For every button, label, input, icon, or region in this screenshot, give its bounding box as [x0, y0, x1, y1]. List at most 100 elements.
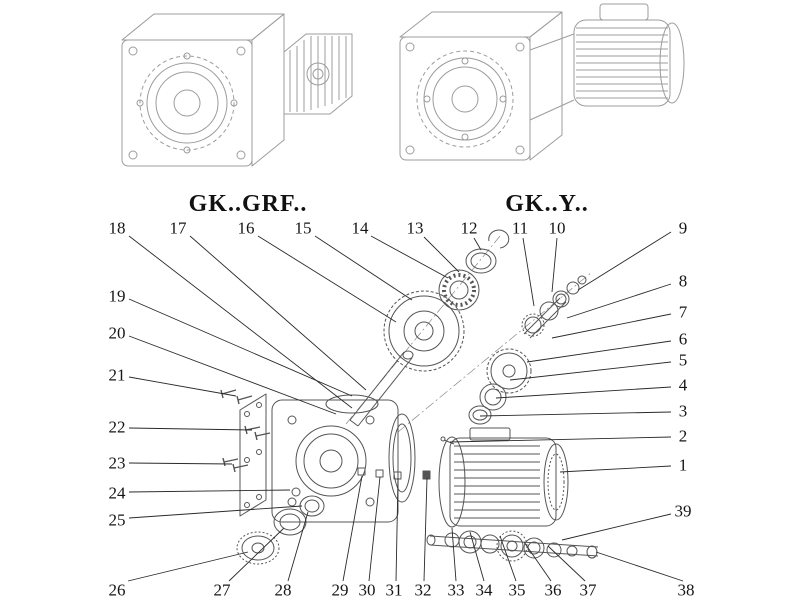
- leader-line-30: [368, 476, 381, 582]
- callout-number-19: 19: [109, 287, 126, 306]
- leader-line-9: [577, 231, 672, 291]
- callout-number-38: 38: [678, 581, 695, 600]
- leader-line-4: [495, 386, 672, 399]
- leader-line-6: [526, 340, 672, 363]
- motor-flange-fasteners: [357, 436, 455, 480]
- terminal-box: [599, 3, 649, 21]
- callout-number-11: 11: [512, 219, 528, 238]
- callout-number-16: 16: [238, 219, 255, 238]
- callout-number-30: 30: [359, 581, 376, 600]
- callout-number-17: 17: [170, 219, 188, 238]
- intermediate-gear-stack: [468, 348, 532, 425]
- leader-line-3: [479, 411, 672, 417]
- callout-number-21: 21: [109, 366, 126, 385]
- leader-line-10: [551, 237, 558, 293]
- big-helical-gear: [383, 290, 465, 372]
- gear-housing: [271, 394, 416, 523]
- leader-line-27: [228, 527, 285, 582]
- leader-line-22: [128, 427, 253, 431]
- callout-number-2: 2: [679, 427, 688, 446]
- leader-line-23: [128, 462, 233, 465]
- leader-line-14: [370, 235, 449, 279]
- leader-line-15: [314, 235, 413, 301]
- callout-number-39: 39: [675, 502, 692, 521]
- motor-illustration: [529, 3, 685, 121]
- callout-number-26: 26: [109, 581, 126, 600]
- leader-line-28: [287, 511, 309, 582]
- callout-number-4: 4: [679, 376, 688, 395]
- leader-line-34: [469, 531, 485, 582]
- mounting-screws: [220, 389, 271, 473]
- callout-number-24: 24: [109, 484, 127, 503]
- axis-lines: [345, 235, 593, 433]
- variant-label-grf: GK..GRF..: [188, 191, 308, 217]
- callout-number-18: 18: [109, 219, 126, 238]
- fan-cowl: [543, 443, 569, 521]
- input-shaft-end: [306, 62, 330, 86]
- leader-line-32: [423, 477, 428, 582]
- motor-terminal-box: [469, 427, 511, 441]
- output-bore: [146, 62, 228, 144]
- leader-line-17: [189, 235, 367, 391]
- housing-side-face: [251, 13, 285, 167]
- leader-line-31: [395, 477, 399, 582]
- upper-rings: [465, 229, 510, 274]
- callout-number-25: 25: [109, 511, 126, 530]
- callout-number-20: 20: [109, 324, 126, 343]
- leader-line-16: [257, 235, 397, 323]
- leader-line-29: [342, 475, 363, 582]
- housing-front-face: [121, 39, 253, 167]
- leader-line-11: [522, 237, 535, 307]
- leader-line-20: [128, 335, 337, 415]
- output-bore: [423, 57, 507, 141]
- callout-number-8: 8: [679, 272, 688, 291]
- leader-line-1: [559, 465, 672, 473]
- leader-line-5: [509, 361, 672, 381]
- bevel-pinion-assembly: [521, 275, 587, 339]
- callout-number-31: 31: [386, 581, 403, 600]
- leader-line-25: [128, 505, 303, 519]
- leader-line-26: [127, 551, 249, 582]
- callout-number-23: 23: [109, 454, 126, 473]
- housing-side-face: [529, 11, 563, 161]
- leader-line-39: [561, 513, 672, 541]
- illustration-gk-y: [399, 3, 685, 161]
- leader-line-21: [128, 376, 237, 397]
- leader-line-36: [523, 541, 552, 582]
- callout-number-37: 37: [580, 581, 598, 600]
- callout-number-13: 13: [407, 219, 424, 238]
- callout-number-34: 34: [476, 581, 494, 600]
- upper-bearing: [438, 269, 480, 311]
- exploded-assembly: [220, 229, 599, 565]
- callout-number-6: 6: [679, 330, 688, 349]
- leader-line-13: [423, 236, 460, 273]
- leader-line-18: [128, 235, 353, 409]
- callout-number-27: 27: [214, 581, 232, 600]
- callout-number-33: 33: [448, 581, 465, 600]
- housing-top-face: [121, 13, 285, 41]
- callout-number-14: 14: [352, 219, 370, 238]
- input-adapter: [283, 33, 353, 115]
- snap-ring: [488, 229, 510, 249]
- leader-line-33: [451, 527, 457, 582]
- callout-number-15: 15: [295, 219, 312, 238]
- callout-number-36: 36: [545, 581, 562, 600]
- callout-number-5: 5: [679, 351, 688, 370]
- callout-number-29: 29: [332, 581, 349, 600]
- callout-number-9: 9: [679, 219, 688, 238]
- housing-top-face: [399, 11, 563, 38]
- input-shaft: [349, 350, 414, 427]
- bearing-cover-parts: [236, 487, 325, 565]
- variant-label-y: GK..Y..: [505, 191, 589, 217]
- leader-line-8: [566, 283, 672, 319]
- leader-line-12: [473, 237, 482, 251]
- leader-line-7: [551, 313, 672, 339]
- illustration-gk-grf: [121, 13, 353, 167]
- leader-line-35: [499, 535, 517, 582]
- callout-number-32: 32: [415, 581, 432, 600]
- callout-number-28: 28: [275, 581, 292, 600]
- housing-front-face: [399, 36, 531, 161]
- callout-number-3: 3: [679, 402, 688, 421]
- leader-lines: [127, 231, 684, 582]
